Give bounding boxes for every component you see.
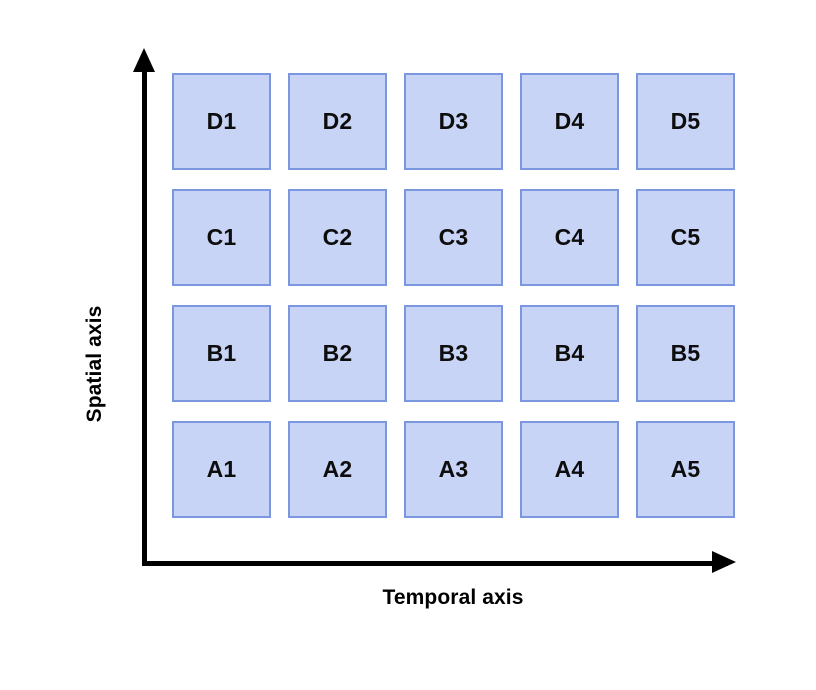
arrow-up-icon bbox=[133, 48, 155, 72]
grid-cell[interactable]: A3 bbox=[404, 421, 503, 518]
grid-cell[interactable]: B1 bbox=[172, 305, 271, 402]
grid-cell[interactable]: C1 bbox=[172, 189, 271, 286]
grid-cell[interactable]: A5 bbox=[636, 421, 735, 518]
grid-cell[interactable]: C5 bbox=[636, 189, 735, 286]
grid-cell[interactable]: D5 bbox=[636, 73, 735, 170]
grid-cell[interactable]: A2 bbox=[288, 421, 387, 518]
grid-cell[interactable]: B4 bbox=[520, 305, 619, 402]
grid-cell[interactable]: D1 bbox=[172, 73, 271, 170]
arrow-right-icon bbox=[712, 551, 736, 573]
x-axis-line bbox=[142, 561, 728, 566]
y-axis-line bbox=[142, 70, 147, 566]
cell-grid: D1 D2 D3 D4 D5 C1 C2 C3 C4 C5 B1 B2 B3 B… bbox=[172, 73, 735, 518]
grid-cell[interactable]: D3 bbox=[404, 73, 503, 170]
grid-cell[interactable]: B3 bbox=[404, 305, 503, 402]
grid-cell[interactable]: A4 bbox=[520, 421, 619, 518]
grid-cell[interactable]: D2 bbox=[288, 73, 387, 170]
grid-cell[interactable]: D4 bbox=[520, 73, 619, 170]
x-axis-label: Temporal axis bbox=[382, 586, 524, 609]
grid-cell[interactable]: C3 bbox=[404, 189, 503, 286]
grid-cell[interactable]: C4 bbox=[520, 189, 619, 286]
grid-cell[interactable]: A1 bbox=[172, 421, 271, 518]
grid-cell[interactable]: B5 bbox=[636, 305, 735, 402]
grid-cell[interactable]: B2 bbox=[288, 305, 387, 402]
y-axis-label: Spatial axis bbox=[83, 305, 106, 423]
grid-cell[interactable]: C2 bbox=[288, 189, 387, 286]
